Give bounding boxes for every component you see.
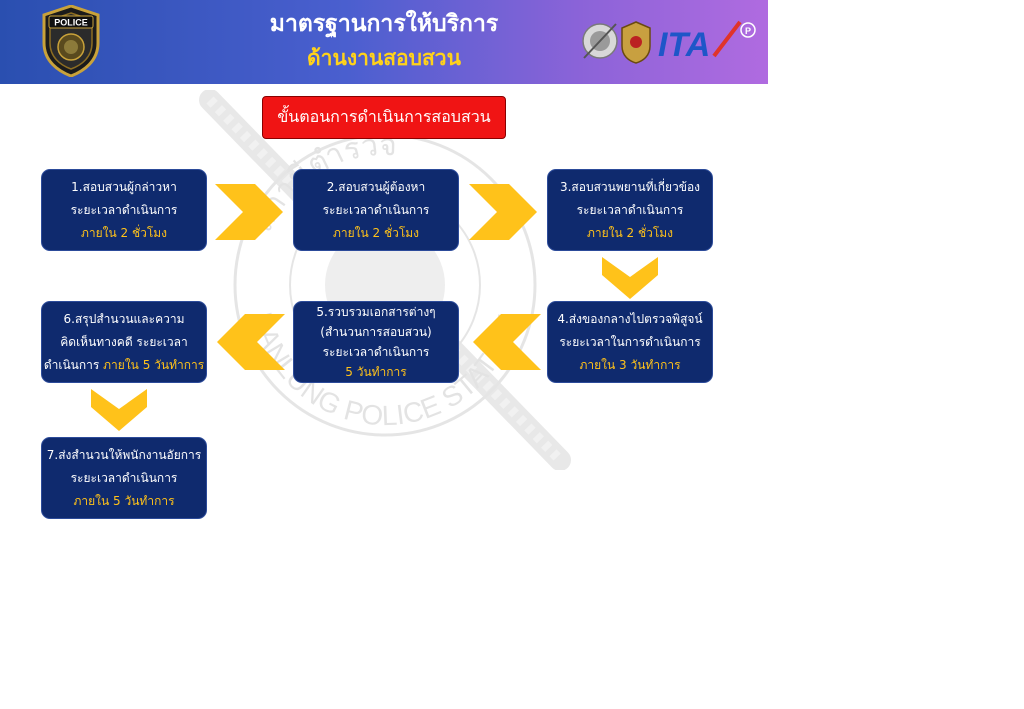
- step-4-title: 4.ส่งของกลางไปตรวจพิสูจน์: [557, 311, 703, 326]
- ita-logo-icon: ITA P: [658, 20, 756, 64]
- step-6-time-line: ดำเนินการ ภายใน 5 วันทำการ: [42, 354, 206, 377]
- section-title-box: ขั้นตอนการดำเนินการสอบสวน: [262, 96, 506, 139]
- step-7-title: 7.ส่งสำนวนให้พนักงานอัยการ: [46, 447, 202, 462]
- police-badge-icon: POLICE: [42, 5, 100, 77]
- arrow-down-3-4-icon: [602, 257, 658, 299]
- section-title: ขั้นตอนการดำเนินการสอบสวน: [277, 107, 491, 126]
- arrow-left-5-6-icon: [217, 314, 285, 370]
- header-banner: POLICE มาตรฐานการให้บริการ ด้านงานสอบสวน…: [0, 0, 768, 84]
- step-2-box: 2.สอบสวนผู้ต้องหา ระยะเวลาดำเนินการ ภายใ…: [293, 169, 459, 251]
- arrow-left-4-5-icon: [473, 314, 541, 370]
- agency-logos: ITA P: [582, 20, 756, 64]
- arrow-right-1-2-icon: [215, 184, 283, 240]
- step-1-duration: ภายใน 2 ชั่วโมง: [80, 225, 168, 240]
- svg-text:P: P: [745, 26, 751, 36]
- emblem-seal-icon: [582, 23, 618, 59]
- step-2-title: 2.สอบสวนผู้ต้องหา: [326, 179, 426, 194]
- step-3-box: 3.สอบสวนพยานที่เกี่ยวข้อง ระยะเวลาดำเนิน…: [547, 169, 713, 251]
- slide: POLICE มาตรฐานการให้บริการ ด้านงานสอบสวน…: [0, 0, 768, 519]
- step-5-time-label: ระยะเวลาดำเนินการ: [322, 345, 430, 359]
- step-5-duration: 5 วันทำการ: [345, 365, 407, 379]
- step-3-duration: ภายใน 2 ชั่วโมง: [586, 225, 674, 240]
- step-7-time-label: ระยะเวลาดำเนินการ: [70, 470, 178, 485]
- step-1-title: 1.สอบสวนผู้กล่าวหา: [71, 179, 177, 194]
- step-6-time-label: ดำเนินการ: [43, 357, 100, 372]
- step-6-subtitle: คิดเห็นทางคดี ระยะเวลา: [60, 334, 188, 349]
- step-5-subtitle: (สำนวนการสอบสวน): [320, 325, 432, 339]
- step-2-duration: ภายใน 2 ชั่วโมง: [332, 225, 420, 240]
- step-4-time-label: ระยะเวลาในการดำเนินการ: [559, 334, 701, 349]
- badge-text: POLICE: [54, 18, 88, 28]
- step-3-time-label: ระยะเวลาดำเนินการ: [576, 202, 684, 217]
- step-7-box: 7.ส่งสำนวนให้พนักงานอัยการ ระยะเวลาดำเนิ…: [41, 437, 207, 519]
- step-4-box: 4.ส่งของกลางไปตรวจพิสูจน์ ระยะเวลาในการด…: [547, 301, 713, 383]
- ministry-crest-icon: [621, 21, 651, 64]
- step-1-time-label: ระยะเวลาดำเนินการ: [70, 202, 178, 217]
- header-title-line1: มาตรฐานการให้บริการ: [269, 11, 499, 37]
- ita-logo-text: ITA: [658, 26, 710, 64]
- arrow-down-6-7-icon: [91, 389, 147, 431]
- step-3-title: 3.สอบสวนพยานที่เกี่ยวข้อง: [559, 179, 701, 194]
- station-seal-watermark: สถานีตำรวจ BANLUNG POLICE STATION: [199, 90, 571, 470]
- step-6-title: 6.สรุปสำนวนและความ: [63, 311, 185, 326]
- step-7-duration: ภายใน 5 วันทำการ: [73, 493, 175, 508]
- step-5-box: 5.รวบรวมเอกสารต่างๆ (สำนวนการสอบสวน) ระย…: [293, 301, 459, 383]
- step-5-title: 5.รวบรวมเอกสารต่างๆ: [316, 305, 436, 319]
- step-1-box: 1.สอบสวนผู้กล่าวหา ระยะเวลาดำเนินการ ภาย…: [41, 169, 207, 251]
- step-6-box: 6.สรุปสำนวนและความ คิดเห็นทางคดี ระยะเวล…: [41, 301, 207, 383]
- step-4-duration: ภายใน 3 วันทำการ: [579, 357, 681, 372]
- header-title-line2: ด้านงานสอบสวน: [307, 46, 461, 70]
- arrow-right-2-3-icon: [469, 184, 537, 240]
- step-2-time-label: ระยะเวลาดำเนินการ: [322, 202, 430, 217]
- step-6-duration: ภายใน 5 วันทำการ: [103, 357, 205, 372]
